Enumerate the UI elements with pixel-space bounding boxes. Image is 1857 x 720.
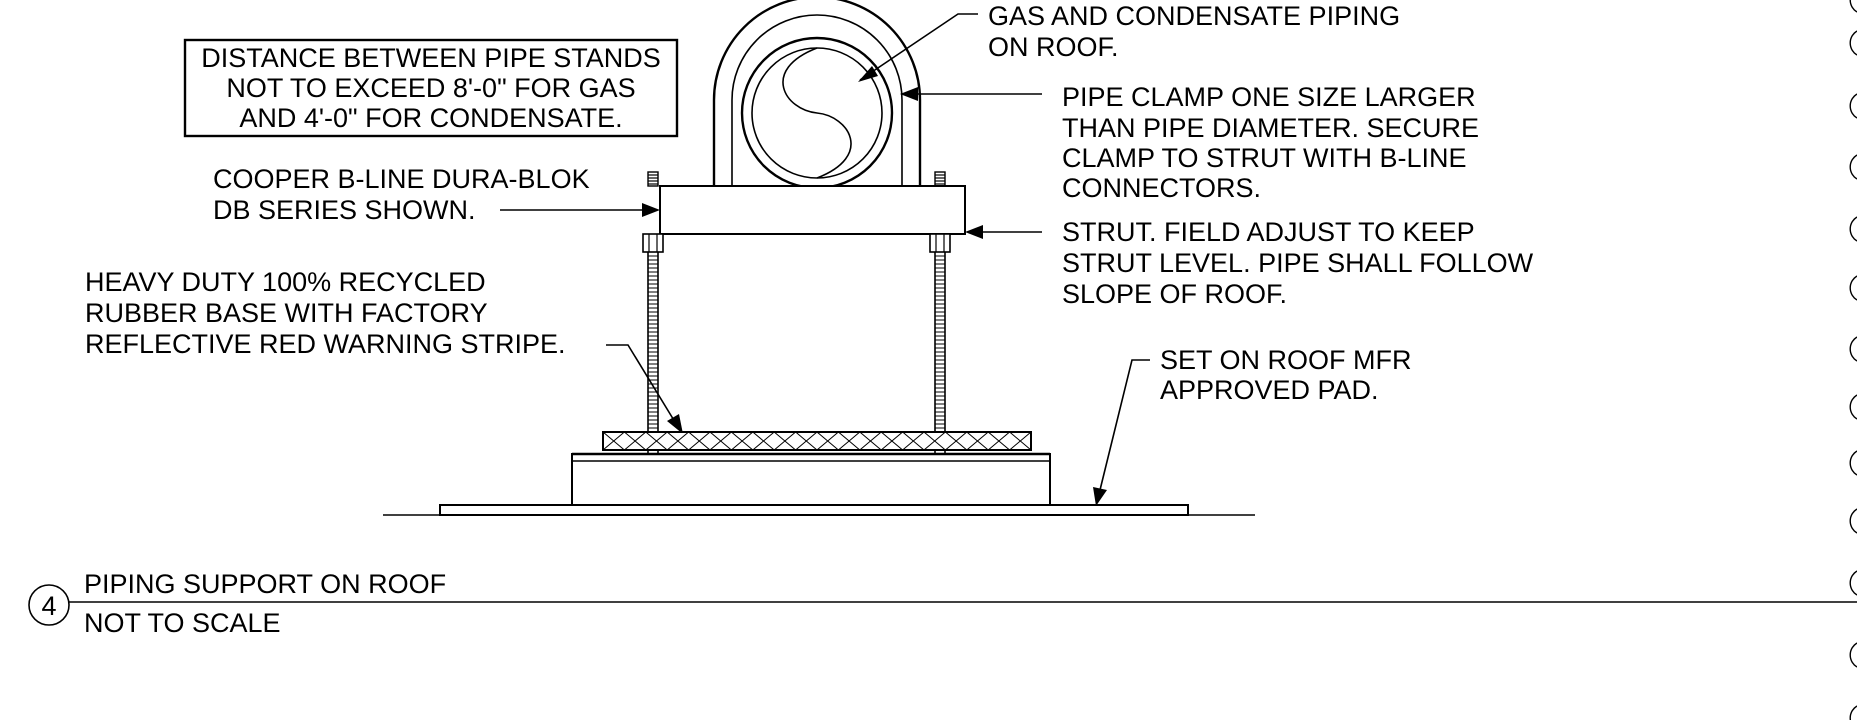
rubber-base-label-line-2: RUBBER BASE WITH FACTORY [85,298,488,328]
detail-scale: NOT TO SCALE [84,608,281,638]
edge-bubble [1849,570,1857,596]
roof-pad-label-line-2: APPROVED PAD. [1160,375,1379,405]
stripe-hatch-line [731,431,754,451]
edge-bubble [1849,0,1857,13]
stripe-hatch-line [602,431,625,451]
stripe-hatch-line [645,431,668,451]
sheet-edge-bubbles [1849,0,1857,720]
note-box-frame [183,38,679,138]
gas-piping-leader [859,13,978,81]
stripe-hatch-line [945,431,968,451]
stripe-hatch-line [966,431,989,451]
threaded-rod-right [934,252,946,454]
nut-right [929,233,951,253]
pipe-clamp-label-line-4: CONNECTORS. [1062,173,1261,203]
roof-pad [439,504,1189,516]
stripe-hatch-line [709,431,732,451]
pipe-clamp-band-outer [712,0,922,186]
stripe-hatch-line [1009,431,1032,451]
gas-piping-arrowhead [858,66,878,82]
threaded-rod-right-top [934,171,946,187]
edge-bubble [1849,93,1857,119]
roof-pad-arrowhead [1093,487,1107,506]
strut-label-line-1: STRUT. FIELD ADJUST TO KEEP [1062,217,1475,247]
edge-bubble [1849,394,1857,420]
stripe-hatch-line [773,431,796,451]
threaded-rod-left-top [647,171,659,187]
roof-pad-leader [1099,359,1150,491]
pipe-clamp-label-line-1: PIPE CLAMP ONE SIZE LARGER [1062,82,1476,112]
detail-number-bubble [28,584,70,626]
edge-bubble [1849,216,1857,242]
cooper-arrowhead [642,203,660,217]
strut-arrowhead [965,225,983,239]
stripe-hatch-line [859,431,882,451]
cooper-label-line-1: COOPER B-LINE DURA-BLOK [213,164,590,194]
stripe-hatch-line [752,431,775,451]
stripe-hatch-line [816,431,839,451]
rubber-base [571,453,1051,506]
roof-pad-label-line-1: SET ON ROOF MFR [1160,345,1412,375]
stripe-hatch-line [624,431,647,451]
edge-bubble [1849,642,1857,668]
stripe-hatch-line [923,431,946,451]
gas-piping-label-line-2: ON ROOF. [988,32,1119,62]
note-box-line-2: NOT TO EXCEED 8'-0" FOR GAS [226,73,635,103]
edge-bubble [1849,705,1857,720]
rubber-base-label-line-1: HEAVY DUTY 100% RECYCLED [85,267,486,297]
gas-piping-label-line-1: GAS AND CONDENSATE PIPING [988,1,1400,31]
rubber-base-leader [606,344,676,423]
detail-title: PIPING SUPPORT ON ROOF [84,569,446,599]
stripe-hatch-line [987,431,1010,451]
pipe-section-break-symbol [782,47,852,179]
warning-stripe [602,431,1032,451]
warning-stripe-hatch [602,431,1032,451]
stripe-hatch-line [688,431,711,451]
stripe-hatch-line [838,431,861,451]
pipe-clamp-arrowhead [900,87,918,101]
strut-label-line-3: SLOPE OF ROOF. [1062,279,1287,309]
edge-bubble [1849,30,1857,56]
strut-label-line-2: STRUT LEVEL. PIPE SHALL FOLLOW [1062,248,1534,278]
note-box-line-3: AND 4'-0" FOR CONDENSATE. [239,103,622,133]
pipe-clamp-label-line-2: THAN PIPE DIAMETER. SECURE [1062,113,1479,143]
rubber-base-label-line-3: REFLECTIVE RED WARNING STRIPE. [85,329,566,359]
pipe-clamp-band-inner [731,14,903,186]
nut-left [642,233,664,253]
edge-bubble [1849,336,1857,362]
detail-number: 4 [41,591,56,621]
edge-bubble [1849,450,1857,476]
rubber-base-arrowhead [667,414,683,434]
stripe-hatch-line [880,431,903,451]
edge-bubble [1849,508,1857,534]
pipe-clamp-label-line-3: CLAMP TO STRUT WITH B-LINE [1062,143,1467,173]
note-box-line-1: DISTANCE BETWEEN PIPE STANDS [201,43,661,73]
edge-bubble [1849,154,1857,180]
stripe-hatch-line [666,431,689,451]
strut [659,185,966,235]
stripe-hatch-line [795,431,818,451]
edge-bubble [1849,275,1857,301]
cooper-label-line-2: DB SERIES SHOWN. [213,195,476,225]
stripe-hatch-line [902,431,925,451]
threaded-rod-left [647,252,659,454]
